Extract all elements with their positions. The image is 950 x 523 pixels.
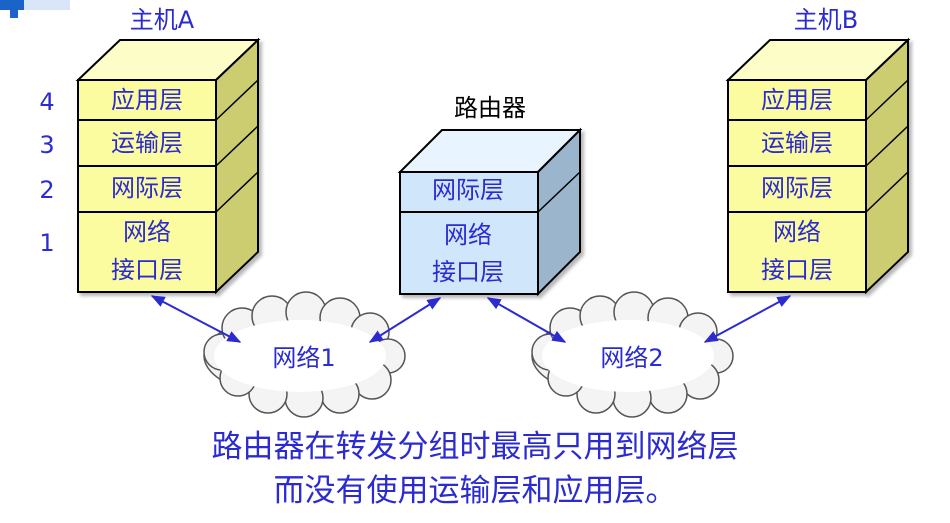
host-a-layer-internet: 网际层 xyxy=(111,174,183,202)
host-b-layer-application: 应用层 xyxy=(761,86,833,114)
arrow-net1-router xyxy=(368,297,442,343)
arrow-net2-hostb xyxy=(703,295,792,343)
host-b-layer-netif-1: 网络 xyxy=(773,218,821,246)
host-b-stack xyxy=(725,37,911,295)
network-1-label: 网络1 xyxy=(272,344,335,372)
host-a-title: 主机A xyxy=(130,6,195,34)
router-layer-netif-1: 网络 xyxy=(444,221,492,249)
host-b-layer-internet: 网际层 xyxy=(761,174,833,202)
router-layer-netif-2: 接口层 xyxy=(432,258,504,286)
layer-number-1: 1 xyxy=(39,229,54,257)
host-b-layer-transport: 运输层 xyxy=(761,129,833,157)
host-a-stack xyxy=(75,37,261,295)
arrow-router-net2 xyxy=(486,297,567,343)
router-layer-internet: 网际层 xyxy=(432,176,504,204)
router-stack xyxy=(397,127,583,297)
host-a-layer-application: 应用层 xyxy=(111,86,183,114)
layer-number-3: 3 xyxy=(39,131,54,159)
host-a-layer-netif-2: 接口层 xyxy=(111,256,183,284)
caption-line-2: 而没有使用运输层和应用层。 xyxy=(273,473,677,509)
host-b-title: 主机B xyxy=(794,6,858,34)
router-title: 路由器 xyxy=(454,94,526,122)
arrow-hosta-net1 xyxy=(150,295,242,343)
host-a-layer-netif-1: 网络 xyxy=(123,218,171,246)
layer-number-4: 4 xyxy=(39,88,54,116)
caption-line-1: 路由器在转发分组时最高只用到网络层 xyxy=(211,429,739,465)
connection-arrows xyxy=(150,295,792,343)
host-b-layer-netif-2: 接口层 xyxy=(761,256,833,284)
host-a-layer-transport: 运输层 xyxy=(111,129,183,157)
network-2-label: 网络2 xyxy=(600,344,663,372)
layer-number-2: 2 xyxy=(39,176,54,204)
corner-accent xyxy=(0,0,70,18)
network-2-cloud xyxy=(531,291,734,418)
